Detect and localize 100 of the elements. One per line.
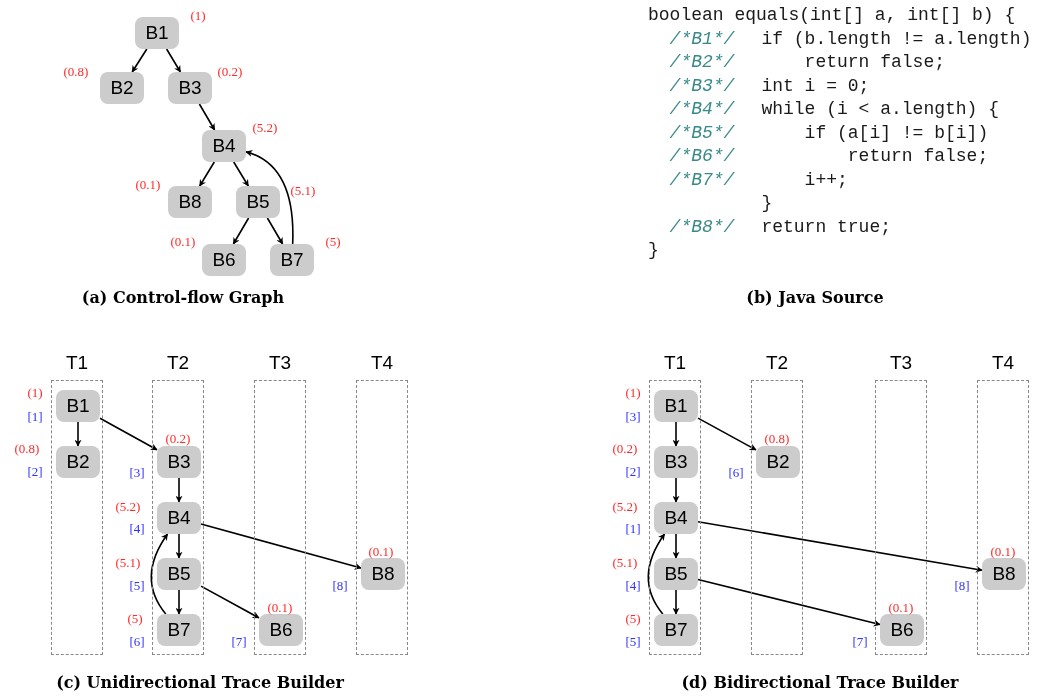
block-node: B7: [270, 244, 314, 276]
code-comment: /*B2*/: [669, 51, 735, 73]
code-comment: /*B3*/: [669, 74, 735, 97]
order-label: [2]: [625, 463, 641, 482]
column-heading: T4: [991, 351, 1015, 375]
panel-caption: (c) Unidirectional Trace Builder: [56, 672, 344, 694]
arrow: [672, 533, 680, 559]
weight-label: (0.8): [764, 430, 790, 449]
block-node: B5: [654, 558, 698, 590]
arrow: [266, 217, 284, 245]
arrow: [200, 523, 362, 570]
weight-label: (1): [625, 384, 641, 403]
arrow: [232, 161, 250, 187]
panel-caption: (a) Control-flow Graph: [81, 287, 285, 309]
block-node: B6: [880, 614, 924, 646]
weight-label: (5.1): [115, 554, 141, 573]
weight-label: (1): [27, 384, 43, 403]
code-comment: /*B5*/: [669, 121, 735, 144]
arrow: [672, 421, 680, 447]
weight-label: (0.8): [63, 63, 89, 82]
code-line: return false;: [847, 145, 989, 167]
arrow: [672, 477, 680, 503]
order-label: [3]: [625, 408, 641, 427]
column-heading: T3: [268, 351, 292, 375]
code-line: int i = 0;: [761, 74, 870, 97]
weight-label: (0.1): [170, 233, 196, 252]
block-node: B4: [202, 130, 246, 162]
order-label: [1]: [625, 520, 641, 539]
block-node: B2: [756, 446, 800, 478]
arrow: [175, 533, 183, 559]
arrow: [74, 421, 82, 447]
order-label: [8]: [332, 577, 348, 596]
block-node: B7: [157, 614, 201, 646]
weight-label: (5.2): [252, 119, 278, 138]
column-heading: T1: [65, 351, 89, 375]
arrow: [99, 417, 158, 451]
block-node: B1: [56, 390, 100, 422]
arrow: [672, 589, 680, 615]
order-label: [4]: [129, 520, 145, 539]
weight-label: (5.1): [612, 554, 638, 573]
code-line: }: [761, 192, 773, 214]
code-line: if (b.length != a.length): [761, 27, 1032, 50]
arrow: [647, 533, 666, 615]
weight-label: (0.8): [14, 440, 40, 459]
code-comment: /*B8*/: [669, 215, 735, 238]
order-label: [4]: [625, 577, 641, 596]
block-node: B8: [982, 558, 1026, 590]
weight-label: (5.2): [115, 498, 141, 517]
block-node: B6: [259, 614, 303, 646]
arrow: [697, 417, 757, 451]
arrow: [165, 48, 182, 73]
arrow: [697, 520, 983, 573]
code-line: return false;: [804, 51, 946, 73]
arrow: [175, 477, 183, 503]
arrow: [150, 533, 169, 615]
order-label: [2]: [27, 463, 43, 482]
arrow: [175, 589, 183, 615]
order-label: [7]: [852, 633, 868, 652]
weight-label: (0.2): [165, 430, 191, 449]
code-line: while (i < a.length) {: [761, 98, 1000, 120]
arrow: [245, 150, 294, 245]
arrow: [697, 578, 881, 627]
weight-label: (5.2): [612, 498, 638, 517]
block-node: B2: [100, 72, 144, 104]
weight-label: (0.2): [217, 63, 243, 82]
code-line: i++;: [804, 168, 848, 191]
column-heading: T3: [889, 351, 913, 375]
block-node: B6: [202, 244, 246, 276]
order-label: [8]: [954, 577, 970, 596]
block-node: B3: [168, 72, 212, 104]
code-comment: /*B4*/: [669, 98, 735, 120]
block-node: B5: [157, 558, 201, 590]
code-line: if (a[i] != b[i]): [804, 121, 989, 144]
arrow: [200, 585, 260, 619]
order-label: [6]: [728, 464, 744, 483]
panel-caption: (d) Bidirectional Trace Builder: [681, 672, 959, 694]
block-node: B8: [361, 558, 405, 590]
weight-label: (1): [190, 7, 206, 26]
column-heading: T2: [765, 351, 789, 375]
block-node: B1: [654, 390, 698, 422]
arrow: [198, 161, 216, 187]
order-label: [5]: [129, 577, 145, 596]
weight-label: (5): [625, 610, 641, 629]
code-line: return true;: [761, 215, 891, 238]
weight-label: (5): [325, 233, 341, 252]
block-node: B7: [654, 614, 698, 646]
column-heading: T2: [166, 351, 190, 375]
code-comment: /*B6*/: [669, 145, 735, 167]
weight-label: (5): [127, 610, 143, 629]
weight-label: (0.1): [135, 176, 161, 195]
block-node: B1: [135, 17, 179, 49]
order-label: [6]: [129, 633, 145, 652]
block-node: B8: [168, 186, 212, 218]
block-node: B4: [654, 502, 698, 534]
block-node: B5: [236, 186, 280, 218]
column-heading: T4: [370, 351, 394, 375]
code-comment: /*B1*/: [669, 27, 735, 50]
block-node: B4: [157, 502, 201, 534]
code-line: }: [648, 239, 659, 261]
panel-caption: (b) Java Source: [746, 287, 884, 309]
